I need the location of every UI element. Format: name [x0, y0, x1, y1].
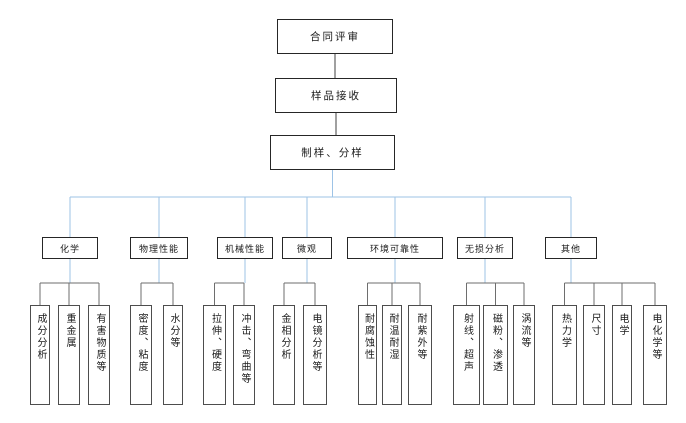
node-label: 合同评审: [310, 31, 360, 43]
leaf-uv-resistance: 耐紫外等: [408, 305, 432, 405]
leaf-label: 成分分析: [35, 313, 46, 361]
category-chemistry: 化学: [42, 237, 98, 259]
leaf-label: 水分等: [168, 313, 179, 349]
leaf-label: 冲击、弯曲等: [239, 313, 250, 385]
leaf-label: 电镜分析等: [310, 313, 321, 373]
leaf-label: 重金属: [64, 313, 75, 349]
leaf-radiography-ultrasound: 射线、超声: [453, 305, 480, 405]
leaf-density-viscosity: 密度、粘度: [130, 305, 152, 405]
leaf-label: 涡流等: [519, 313, 530, 349]
leaf-label: 磁粉、渗透: [490, 313, 502, 373]
leaf-eddy-current: 涡流等: [513, 305, 535, 405]
category-label: 机械性能: [224, 244, 265, 255]
leaf-label: 尺寸: [589, 313, 600, 337]
leaf-harmful-substances: 有害物质等: [88, 305, 110, 405]
leaf-label: 射线、超声: [461, 313, 473, 373]
leaf-label: 耐腐蚀性: [362, 313, 374, 361]
node-sample-preparation: 制样、分样: [270, 135, 395, 170]
leaf-dimensions: 尺寸: [583, 305, 605, 405]
category-label: 化学: [59, 244, 80, 255]
leaf-label: 电学: [617, 313, 628, 337]
category-label: 其他: [560, 244, 581, 255]
leaf-label: 金相分析: [279, 313, 290, 361]
leaf-electron-microscope-analysis: 电镜分析等: [303, 305, 327, 405]
leaf-impact-bending: 冲击、弯曲等: [233, 305, 255, 405]
node-label: 制样、分样: [301, 147, 364, 159]
leaf-magnetic-particle-penetrant: 磁粉、渗透: [483, 305, 508, 405]
category-mechanical-properties: 机械性能: [217, 237, 273, 259]
leaf-corrosion-resistance: 耐腐蚀性: [358, 305, 377, 405]
leaf-metallographic-analysis: 金相分析: [273, 305, 295, 405]
leaf-label: 有害物质等: [94, 313, 105, 373]
leaf-heavy-metals: 重金属: [58, 305, 80, 405]
category-label: 物理性能: [138, 244, 179, 255]
leaf-label: 拉伸、硬度: [209, 313, 221, 373]
leaf-electrical: 电学: [612, 305, 632, 405]
category-environmental-reliability: 环境可靠性: [347, 237, 443, 259]
leaf-temperature-humidity-resistance: 耐温耐湿: [382, 305, 402, 405]
leaf-thermodynamics: 热力学: [552, 305, 577, 405]
leaf-moisture: 水分等: [163, 305, 183, 405]
leaf-tensile-hardness: 拉伸、硬度: [203, 305, 226, 405]
category-label: 微观: [296, 244, 317, 255]
category-other: 其他: [545, 237, 597, 259]
leaf-label: 密度、粘度: [136, 313, 147, 373]
leaf-composition-analysis: 成分分析: [30, 305, 50, 405]
category-physical-properties: 物理性能: [130, 237, 188, 259]
leaf-electrochemistry: 电化学等: [643, 305, 667, 405]
category-microscopic: 微观: [282, 237, 332, 259]
category-label: 环境可靠性: [369, 244, 420, 255]
node-label: 样品接收: [311, 90, 361, 102]
category-label: 无损分析: [464, 244, 505, 255]
category-nondestructive-analysis: 无损分析: [457, 237, 513, 259]
leaf-label: 耐紫外等: [415, 313, 426, 361]
node-contract-review: 合同评审: [277, 19, 393, 54]
leaf-label: 耐温耐湿: [387, 313, 398, 361]
node-sample-receiving: 样品接收: [275, 78, 397, 113]
leaf-label: 电化学等: [650, 313, 661, 361]
leaf-label: 热力学: [559, 313, 571, 349]
